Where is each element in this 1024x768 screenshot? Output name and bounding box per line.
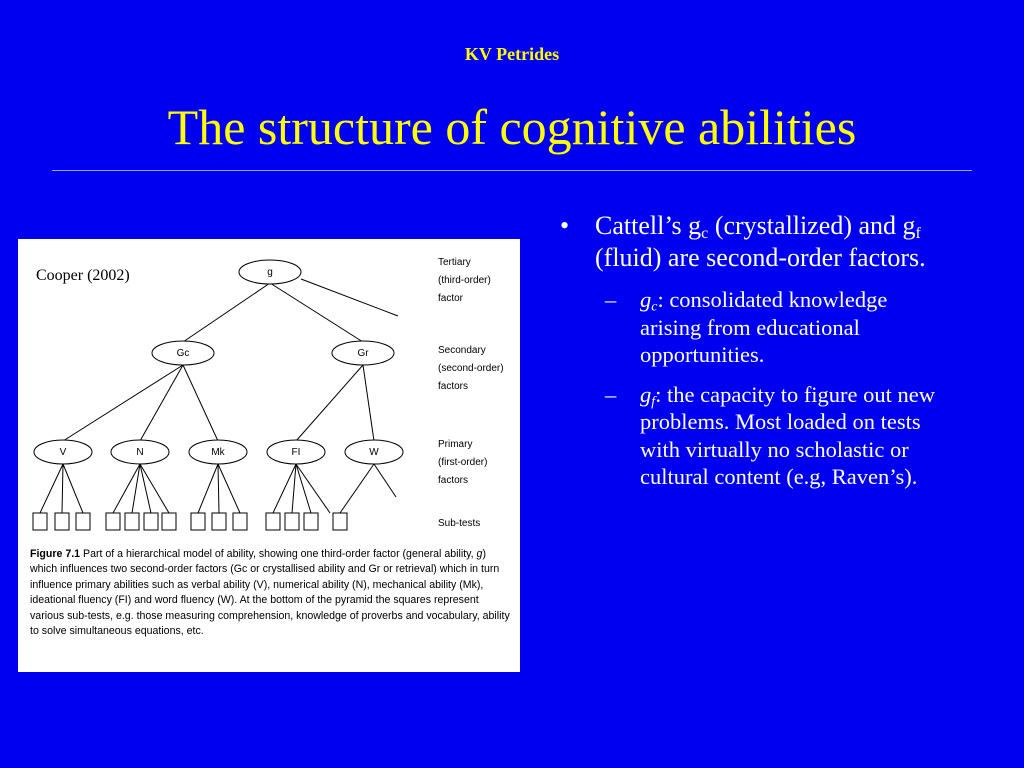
node-label-gr: Gr [357, 348, 369, 359]
node-label-g: g [267, 267, 273, 278]
figure-citation: Cooper (2002) [36, 267, 130, 284]
caption-g: g [476, 548, 483, 560]
level-label-tertiary-2: (third-order) [438, 275, 491, 286]
caption-line-5: squares represent various sub-tests, e.g… [30, 594, 479, 622]
slide-header: KV Petrides [464, 44, 560, 64]
hierarchy-diagram: g Gc Gr V N Mk FI W Tertiary (third-orde… [32, 257, 504, 531]
level-label-subtests: Sub-tests [438, 518, 480, 529]
bullet-text-1: Cattell’s gc (crystallized) and gf (flui… [595, 210, 940, 274]
sub-mark: – [605, 381, 617, 407]
caption-label: Figure 7.1 [30, 548, 81, 560]
title-divider [52, 170, 972, 171]
subtest-squares [32, 512, 348, 531]
level-label-tertiary-1: Tertiary [438, 257, 471, 268]
sub-2-text: : the capacity to figure out new problem… [640, 381, 936, 490]
caption-line-4: ability (Mk), ideational fluency (FI) an… [30, 578, 484, 607]
level-label-primary-1: Primary [438, 439, 472, 450]
slide-title: The structure of cognitive abilities [167, 99, 857, 155]
node-label-mk: Mk [211, 447, 225, 458]
sub-item-1: – gc: consolidated knowledge arising fro… [605, 286, 960, 369]
hierarchy-figure: g Gc Gr V N Mk FI W Tertiary (third-orde… [18, 239, 520, 672]
subscript-f: f [915, 225, 921, 243]
sub-1-subscript: c [651, 299, 658, 315]
bullet-list: • Cattell’s gc (crystallized) and gf (fl… [560, 210, 960, 491]
caption-line-3: in turn influence primary abilities such… [30, 563, 500, 591]
node-label-n: N [136, 447, 143, 458]
edge-g-other [300, 278, 399, 317]
bullet-text-1-b: (crystallized) and g [708, 211, 916, 240]
node-label-w: W [369, 447, 379, 458]
bullet-text-1-a: Cattell’s g [595, 211, 702, 240]
level-label-primary-2: (first-order) [438, 457, 487, 468]
node-mk [188, 439, 248, 465]
edge-g-gr [269, 282, 364, 343]
node-v [33, 439, 93, 465]
node-w [344, 439, 404, 465]
node-label-v: V [60, 447, 67, 458]
sub-1-g: g [640, 287, 652, 312]
node-label-gc: Gc [177, 348, 190, 359]
edge-gc-mk [182, 364, 219, 442]
node-gc [151, 340, 215, 366]
sub-text-1: gc: consolidated knowledge arising from … [640, 286, 940, 369]
level-label-primary-3: factors [438, 475, 468, 486]
node-n [110, 439, 170, 465]
figure-caption: Figure 7.1 Part of a hierarchical model … [30, 547, 515, 639]
sub-1-text: : consolidated knowledge arising from ed… [640, 287, 888, 367]
bullet-item-1: • Cattell’s gc (crystallized) and gf (fl… [560, 210, 960, 274]
node-gr [331, 340, 395, 366]
sub-text-2: gf: the capacity to figure out new probl… [640, 381, 940, 491]
level-label-secondary-2: (second-order) [438, 363, 504, 374]
caption-line-1: Part of a hierarchical model of ability,… [83, 548, 474, 560]
bullet-mark: • [560, 211, 570, 240]
caption-line-2: ) which influences two second-order fact… [30, 548, 486, 576]
edge-g-gc [182, 282, 271, 343]
node-g [238, 259, 302, 285]
sub-2-subscript: f [651, 393, 656, 409]
level-label-tertiary-3: factor [438, 293, 464, 304]
bullet-text-1-c: (fluid) are second-order factors. [595, 243, 926, 272]
sub-2-g: g [640, 381, 652, 407]
sub-mark: – [605, 287, 617, 312]
edge-gc-n [139, 364, 184, 442]
caption-line-6: and vocabulary, ability to solve simulta… [30, 609, 510, 638]
edge-gc-v [62, 364, 184, 442]
node-label-fi: FI [292, 447, 301, 458]
edge-gr-w [362, 364, 375, 442]
edge-gr-fi [295, 364, 364, 442]
level-label-secondary-3: factors [438, 381, 468, 392]
level-label-secondary-1: Secondary [438, 345, 486, 356]
subscript-c: c [701, 225, 709, 243]
node-fi [266, 439, 326, 465]
sub-item-2: – gf: the capacity to figure out new pro… [605, 381, 960, 491]
